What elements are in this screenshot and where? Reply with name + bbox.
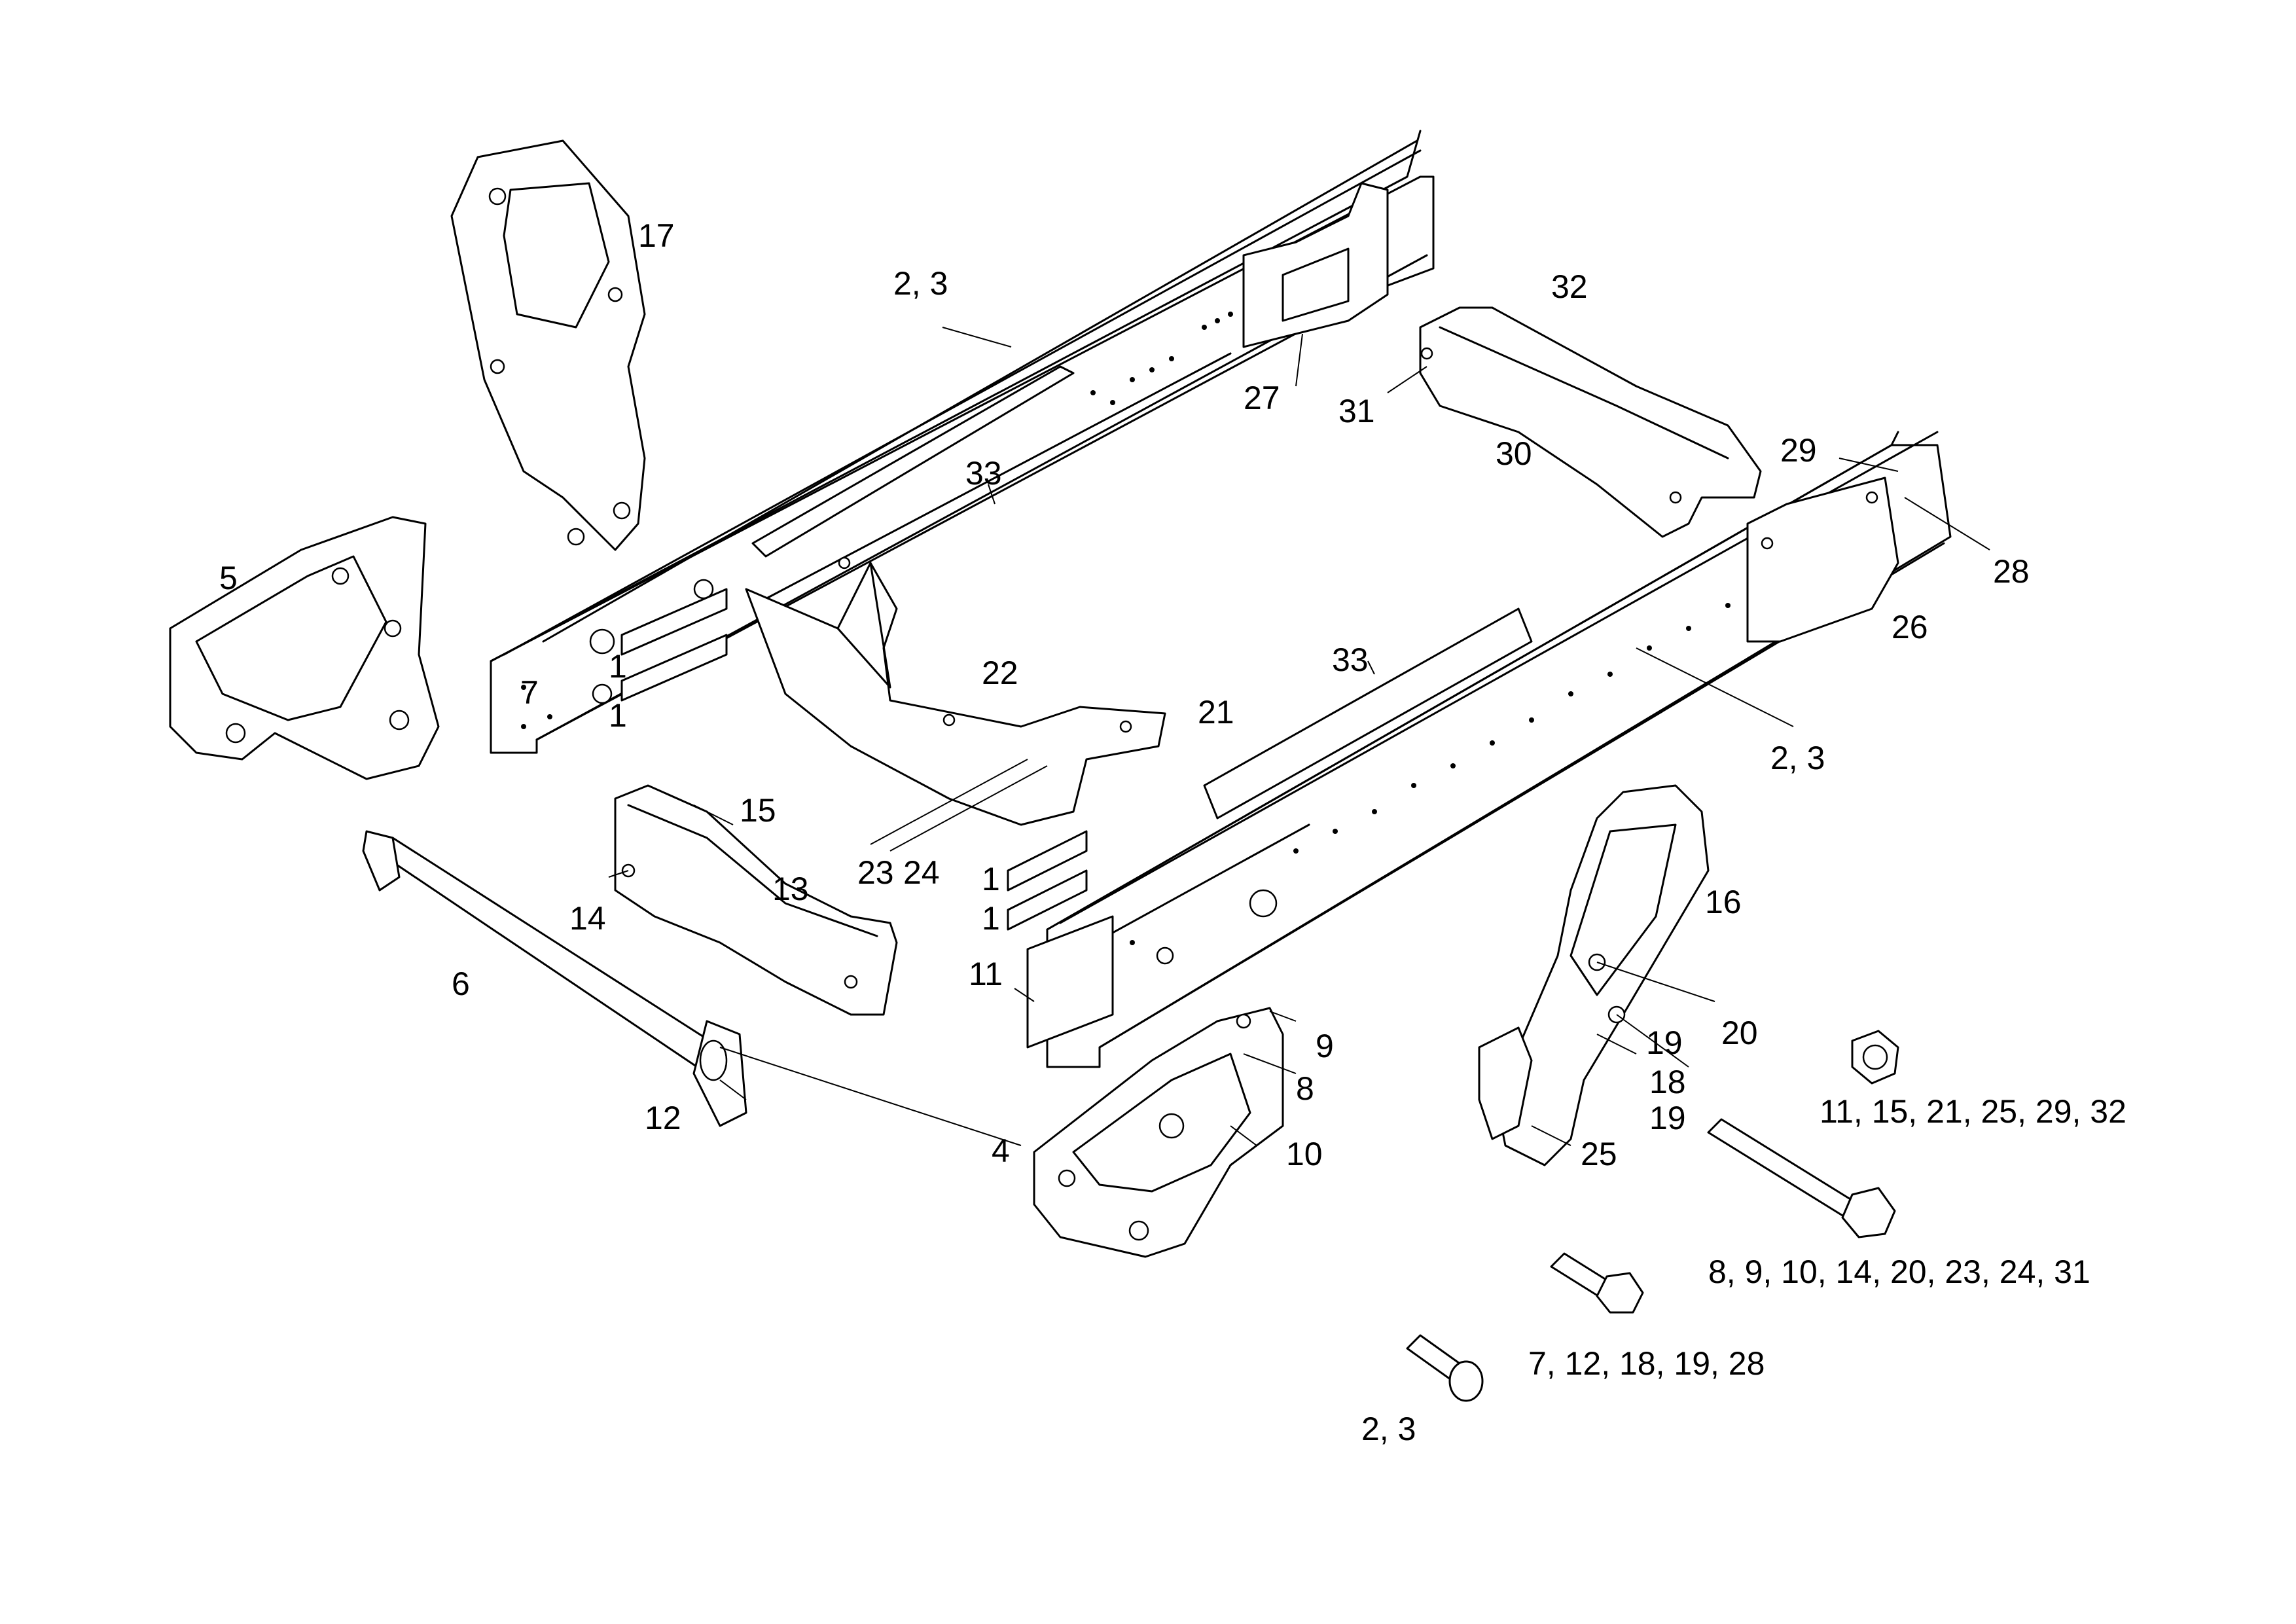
callout-9: 9	[1316, 1028, 1334, 1064]
short-bolt-part-list: 7, 12, 18, 19, 28	[1528, 1345, 1765, 1382]
callout-25: 25	[1581, 1136, 1617, 1172]
callout-33-right: 33	[1332, 641, 1369, 678]
rivet-part-list: 2, 3	[1361, 1411, 1416, 1447]
callout-17: 17	[638, 217, 675, 254]
part-25-bracket	[1478, 1026, 1533, 1140]
callout-1-d: 1	[982, 900, 1000, 937]
callout-29: 29	[1780, 432, 1817, 469]
callout-1-c: 1	[982, 861, 1000, 897]
callout-1-b: 1	[609, 697, 627, 734]
callout-2-3-top: 2, 3	[893, 265, 948, 302]
callout-11: 11	[969, 956, 1003, 992]
callout-10: 10	[1286, 1136, 1323, 1172]
part-22-saddle	[745, 556, 1166, 826]
short-bolt-icon	[1550, 1252, 1644, 1314]
callout-16: 16	[1705, 884, 1742, 920]
callout-4: 4	[992, 1132, 1010, 1169]
part-27-bracket	[1242, 182, 1389, 348]
callout-18: 18	[1649, 1064, 1686, 1100]
callout-32: 32	[1551, 268, 1588, 305]
callout-8: 8	[1296, 1070, 1314, 1107]
long-bolt-part-list: 8, 9, 10, 14, 20, 23, 24, 31	[1708, 1254, 2090, 1290]
callout-21: 21	[1198, 694, 1234, 731]
callout-24: 24	[903, 854, 940, 891]
callout-19-a: 19	[1646, 1024, 1683, 1061]
nut-part-list: 11, 15, 21, 25, 29, 32	[1820, 1093, 2126, 1130]
callout-19-b: 19	[1649, 1100, 1686, 1136]
part-6-tube	[362, 830, 747, 1127]
part-11-plate	[1026, 915, 1114, 1049]
part-26-plate	[1746, 477, 1899, 643]
part-30-crossmember	[1419, 306, 1762, 538]
callout-31: 31	[1338, 393, 1375, 429]
callout-5: 5	[219, 560, 238, 596]
rivet-icon	[1406, 1334, 1484, 1402]
callout-1-a: 1	[609, 648, 627, 685]
callout-2-3-right: 2, 3	[1770, 740, 1825, 776]
callout-6: 6	[452, 965, 470, 1002]
leader-lines	[608, 327, 1990, 1146]
long-bolt-icon	[1707, 1118, 1896, 1238]
callout-26: 26	[1892, 609, 1928, 645]
callout-33-left: 33	[965, 455, 1002, 492]
nut-icon	[1851, 1030, 1899, 1085]
callout-12: 12	[645, 1100, 681, 1136]
callout-28: 28	[1993, 553, 2030, 590]
callout-14: 14	[569, 900, 606, 937]
callout-20: 20	[1721, 1015, 1758, 1051]
hardware-lists: 11, 15, 21, 25, 29, 32 8, 9, 10, 14, 20,…	[1361, 1093, 2126, 1447]
callout-15: 15	[740, 792, 776, 829]
callout-22: 22	[982, 655, 1018, 691]
part-16-bracket	[1498, 784, 1710, 1166]
part-1-shims	[620, 588, 1088, 931]
callout-13: 13	[772, 871, 809, 907]
callout-27: 27	[1244, 380, 1280, 416]
callout-30: 30	[1496, 435, 1532, 472]
part-5-bracket	[169, 516, 440, 780]
callout-23: 23	[857, 854, 894, 891]
callout-labels: 17 2, 3 32 27 31 30 29 28 26 33 33 5 1 1…	[219, 217, 2030, 1172]
part-33-strips	[751, 365, 1533, 820]
part-17-bracket	[450, 139, 646, 551]
callout-7: 7	[520, 674, 539, 711]
part-15-crossmember	[614, 784, 898, 1016]
